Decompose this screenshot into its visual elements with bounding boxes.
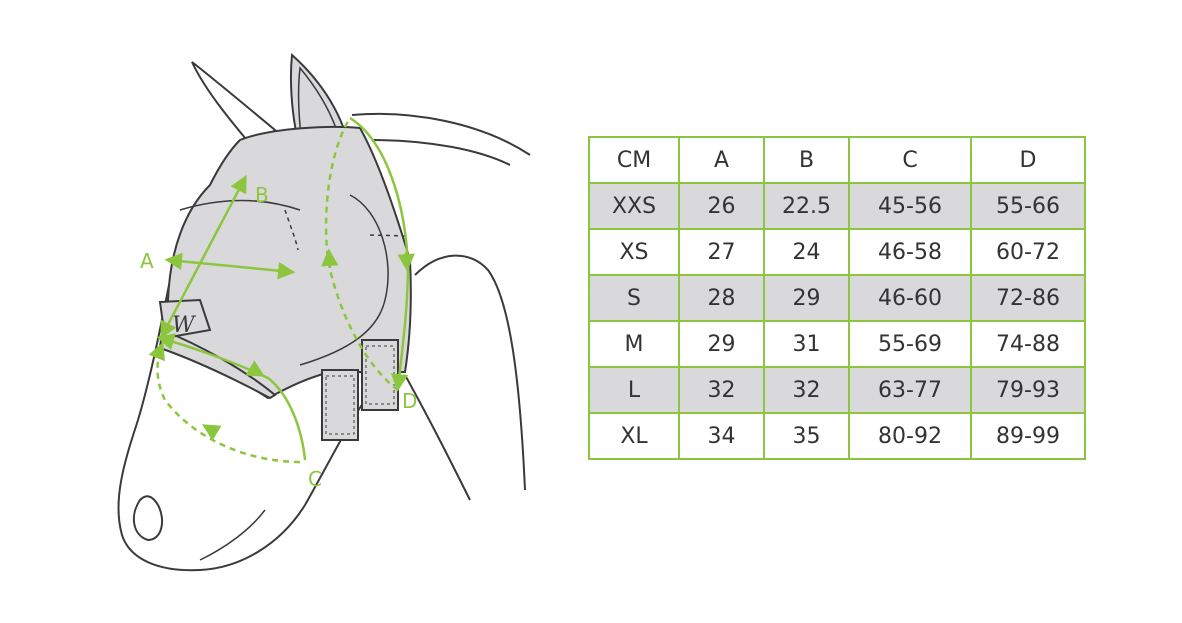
measurement-cell: 80-92: [848, 412, 972, 460]
measure-c-arrow: [245, 360, 266, 377]
label-a: A: [140, 249, 154, 273]
measurement-cell: 89-99: [970, 412, 1086, 460]
measurement-cell: 60-72: [970, 228, 1086, 276]
measurement-cell: 72-86: [970, 274, 1086, 322]
strap-left-inner: [325, 375, 355, 435]
measurement-cell: 46-60: [848, 274, 972, 322]
measurement-cell: 79-93: [970, 366, 1086, 414]
measurement-cell: 74-88: [970, 320, 1086, 368]
mane-outline: [371, 139, 511, 166]
label-d: D: [402, 389, 417, 413]
measurement-cell: 55-69: [848, 320, 972, 368]
measurement-cell: 24: [763, 228, 850, 276]
neck-outline: [351, 112, 531, 156]
logo-mark: W: [172, 313, 197, 338]
measure-c-arrow-back: [201, 424, 222, 441]
measure-c-front: [156, 333, 307, 461]
label-c: C: [308, 467, 322, 491]
table-header-cell: C: [848, 136, 972, 184]
measurement-cell: 29: [678, 320, 765, 368]
size-cell: XL: [588, 412, 680, 460]
measurement-cell: 55-66: [970, 182, 1086, 230]
table-header-cell: B: [763, 136, 850, 184]
measure-d-back: [324, 117, 399, 392]
nostril: [132, 495, 164, 542]
measurement-cell: 32: [763, 366, 850, 414]
measurement-cell: 27: [678, 228, 765, 276]
measure-a-line: [164, 252, 296, 280]
mask-seam-dashed: [284, 209, 299, 251]
size-cell: XXS: [588, 182, 680, 230]
measurement-cell: 32: [678, 366, 765, 414]
measure-d-arrow: [397, 251, 415, 272]
jaw-outline: [404, 374, 471, 501]
measurement-cell: 28: [678, 274, 765, 322]
table-header-cell: A: [678, 136, 765, 184]
mask-seam-side: [369, 234, 409, 237]
measurement-cell: 35: [763, 412, 850, 460]
measurement-cell: 34: [678, 412, 765, 460]
measurement-cell: 29: [763, 274, 850, 322]
neck-lower-outline: [414, 254, 526, 491]
measurement-cell: 63-77: [848, 366, 972, 414]
table-header-cell: CM: [588, 136, 680, 184]
measurement-cell: 45-56: [848, 182, 972, 230]
measure-d-arrow-back: [321, 248, 339, 269]
table-header-cell: D: [970, 136, 1086, 184]
mask-edge-curve: [299, 194, 389, 366]
size-cell: XS: [588, 228, 680, 276]
size-cell: L: [588, 366, 680, 414]
size-cell: S: [588, 274, 680, 322]
measurement-cell: 26: [678, 182, 765, 230]
size-cell: M: [588, 320, 680, 368]
strap-left: [321, 369, 359, 441]
left-ear: [191, 61, 277, 152]
horse-head-diagram: W A B C D: [117, 52, 531, 572]
label-b: B: [255, 183, 269, 207]
measure-c-back: [148, 341, 301, 464]
measurement-cell: 22.5: [763, 182, 850, 230]
measurement-cell: 46-58: [848, 228, 972, 276]
measurement-cell: 31: [763, 320, 850, 368]
mouth-line: [199, 509, 266, 561]
